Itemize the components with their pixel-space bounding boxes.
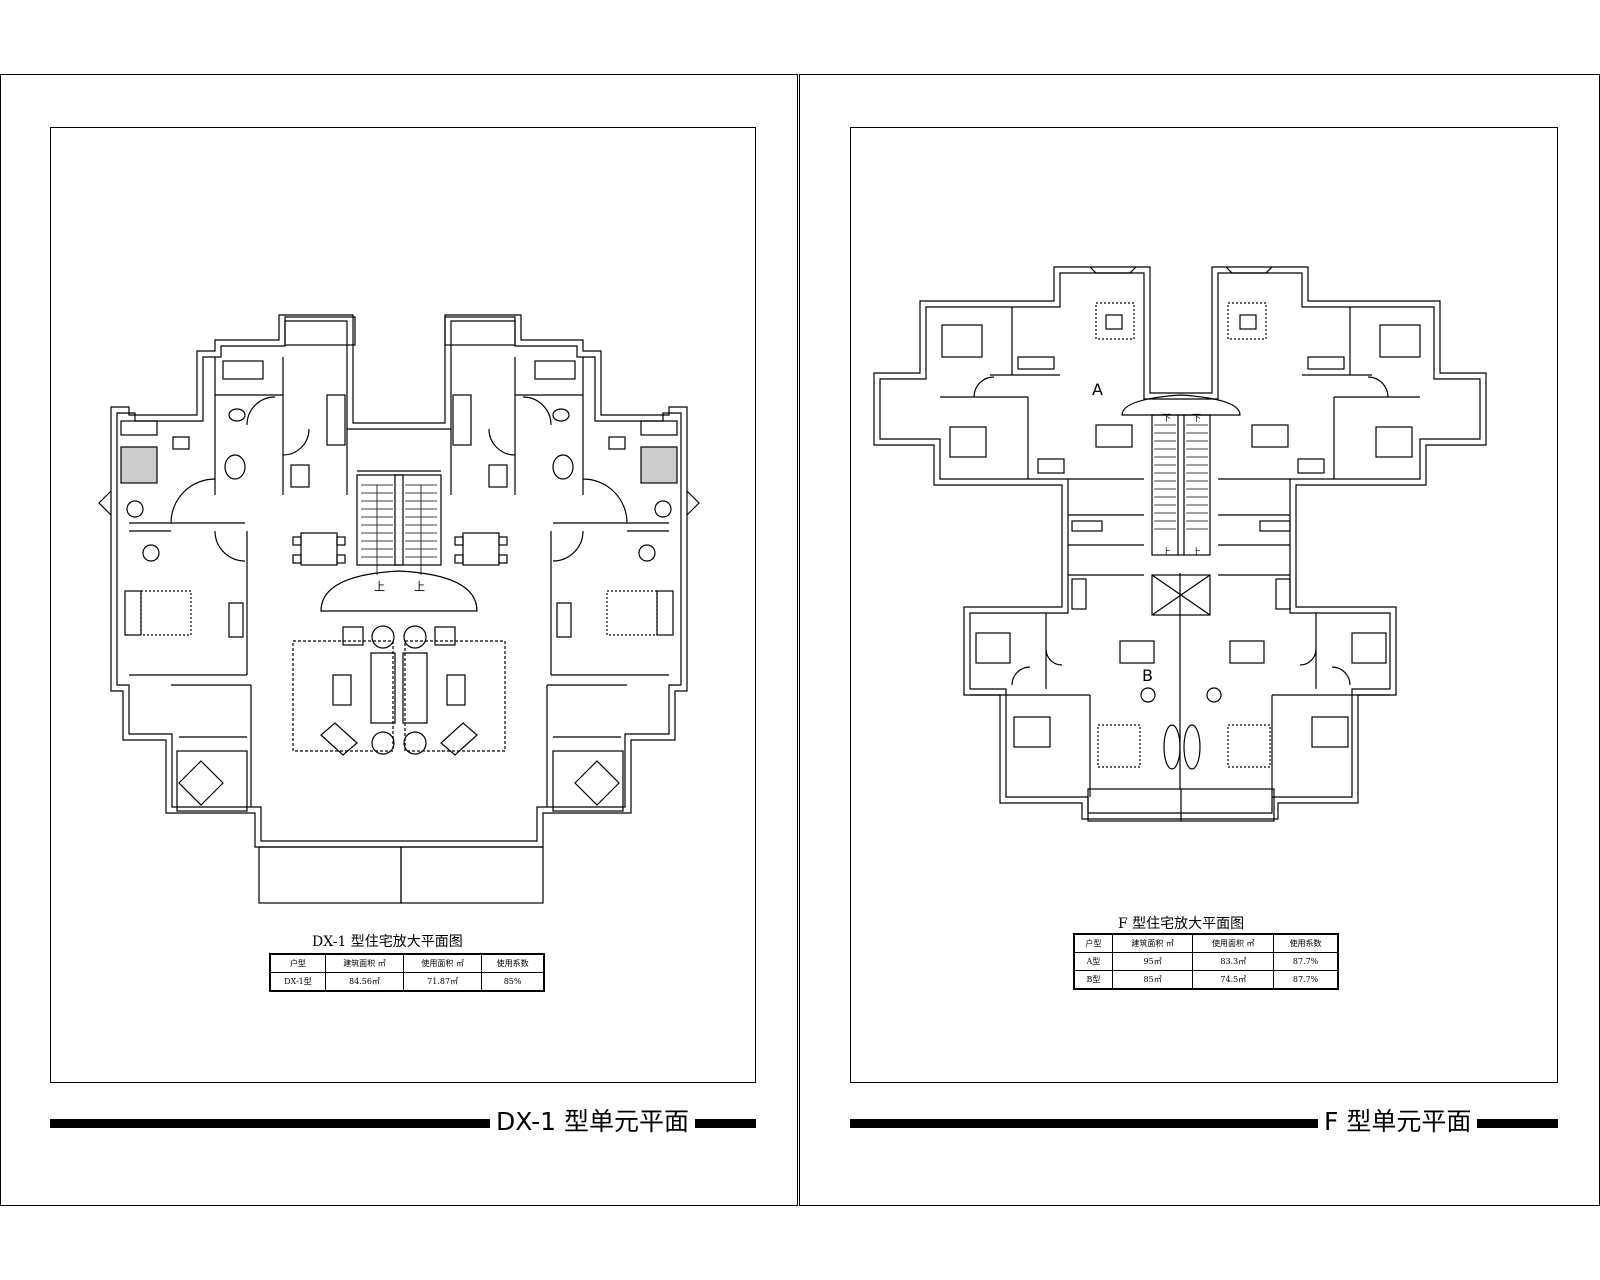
stair-down-label-left: 下 bbox=[1162, 414, 1171, 424]
title-bar-dx1 bbox=[50, 1119, 756, 1128]
table-cell-building-area: 85㎡ bbox=[1111, 970, 1194, 990]
table-header-row: 户型 建筑面积 ㎡ 使用面积 ㎡ 使用系数 bbox=[269, 953, 545, 973]
stair-down-label-right: 下 bbox=[1192, 414, 1201, 424]
table-cell-coefficient: 85% bbox=[481, 972, 545, 992]
unit-label-a: A bbox=[1092, 380, 1103, 399]
table-header-cell: 使用面积 ㎡ bbox=[403, 953, 483, 973]
table-cell-coefficient: 87.7% bbox=[1273, 952, 1339, 971]
table-header-cell: 建筑面积 ㎡ bbox=[1111, 933, 1194, 953]
table-cell-coefficient: 87.7% bbox=[1273, 970, 1339, 990]
table-row: DX-1型 84.56㎡ 71.87㎡ 85% bbox=[269, 972, 545, 992]
sheet-dx1: 上 上 DX-1 型住宅放大平面图 户型 建筑面积 ㎡ 使用面积 ㎡ 使用系数 … bbox=[0, 74, 798, 1206]
table-cell-type: DX-1型 bbox=[269, 972, 326, 992]
floor-plan-f: A B 下 下 上 上 bbox=[873, 266, 1487, 822]
drawing-frame-dx1 bbox=[50, 127, 756, 1083]
unit-label-b: B bbox=[1142, 666, 1153, 685]
table-row: A型 95㎡ 83.3㎡ 87.7% bbox=[1073, 952, 1339, 971]
table-cell-building-area: 84.56㎡ bbox=[324, 972, 405, 992]
table-header-cell: 户型 bbox=[269, 953, 326, 973]
stair-up-label-right: 上 bbox=[1192, 547, 1201, 558]
sheet-title-dx1: DX-1 型单元平面 bbox=[490, 1109, 696, 1135]
table-cell-usable-area: 83.3㎡ bbox=[1192, 952, 1275, 971]
stair-up-label-left: 上 bbox=[374, 580, 385, 593]
plan-title-dx1: DX-1 型住宅放大平面图 bbox=[312, 934, 463, 950]
table-cell-building-area: 95㎡ bbox=[1111, 952, 1194, 971]
table-header-cell: 使用系数 bbox=[1273, 933, 1339, 953]
sheet-f: A B 下 下 上 上 F 型住宅放大平面图 户型 建筑面积 ㎡ 使用面积 ㎡ … bbox=[799, 74, 1600, 1206]
drawing-frame-f bbox=[850, 127, 1558, 1083]
table-header-row: 户型 建筑面积 ㎡ 使用面积 ㎡ 使用系数 bbox=[1073, 933, 1339, 953]
table-header-cell: 使用面积 ㎡ bbox=[1192, 933, 1275, 953]
table-cell-type: A型 bbox=[1073, 952, 1113, 971]
table-cell-usable-area: 71.87㎡ bbox=[403, 972, 483, 992]
plan-title-f: F 型住宅放大平面图 bbox=[1118, 916, 1245, 932]
floor-plan-dx1: 上 上 bbox=[98, 314, 700, 904]
table-header-cell: 户型 bbox=[1073, 933, 1113, 953]
table-cell-type: B型 bbox=[1073, 970, 1113, 990]
table-cell-usable-area: 74.5㎡ bbox=[1192, 970, 1275, 990]
table-row: B型 85㎡ 74.5㎡ 87.7% bbox=[1073, 970, 1339, 990]
area-table-f: 户型 建筑面积 ㎡ 使用面积 ㎡ 使用系数 A型 95㎡ 83.3㎡ 87.7%… bbox=[1073, 933, 1339, 990]
area-table-dx1: 户型 建筑面积 ㎡ 使用面积 ㎡ 使用系数 DX-1型 84.56㎡ 71.87… bbox=[269, 953, 545, 992]
stair-up-label-right: 上 bbox=[414, 580, 425, 593]
stair-up-label-left: 上 bbox=[1162, 547, 1171, 558]
sheet-title-f: F 型单元平面 bbox=[1318, 1109, 1478, 1135]
table-header-cell: 建筑面积 ㎡ bbox=[324, 953, 405, 973]
title-bar-f bbox=[850, 1119, 1558, 1128]
table-header-cell: 使用系数 bbox=[481, 953, 545, 973]
